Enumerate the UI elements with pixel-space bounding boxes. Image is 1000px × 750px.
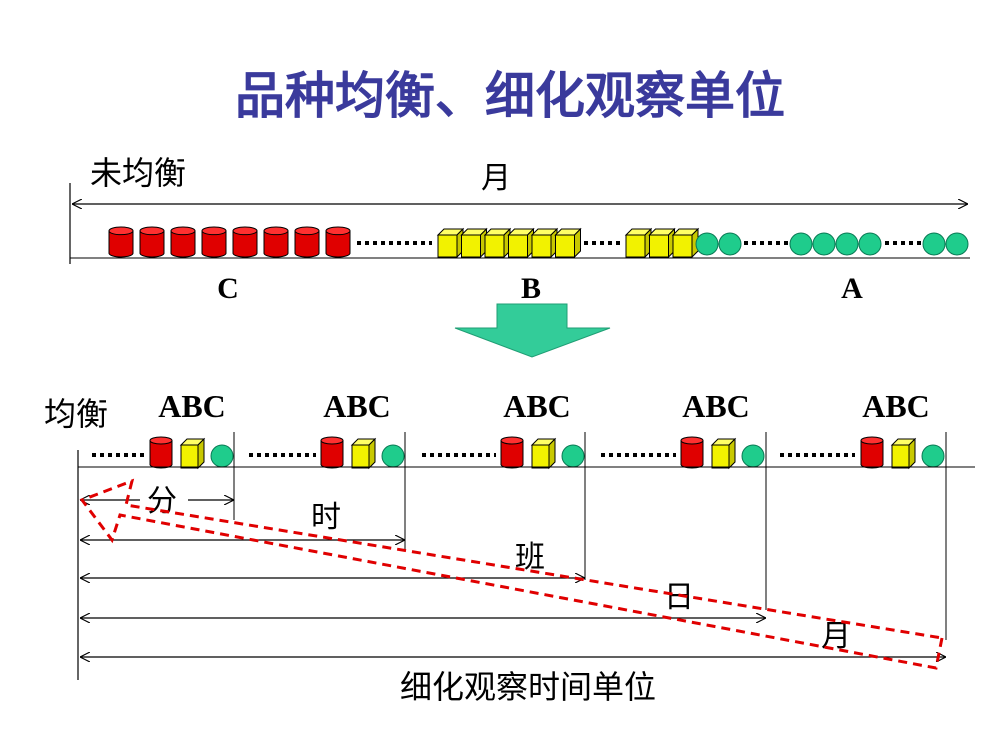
cube-icon: [350, 437, 377, 470]
cube-icon: [507, 227, 535, 259]
cylinder-icon: [108, 226, 134, 258]
balanced-label: 均衡: [44, 395, 108, 433]
cylinder-icon: [860, 436, 884, 469]
unbalanced-sequence: [108, 226, 969, 259]
cylinder-icon: [139, 226, 165, 258]
cylinder-icon: [232, 226, 258, 258]
cylinder-icon: [263, 226, 289, 258]
cube-icon: [460, 227, 488, 259]
cube-icon: [436, 227, 465, 259]
cube-icon: [554, 227, 582, 259]
cylinder-icon: [325, 226, 351, 258]
circle-icon: [945, 232, 969, 256]
cylinder-icon: [201, 226, 227, 258]
cube-icon: [710, 437, 737, 470]
group-label-c: C: [217, 272, 239, 305]
refinement-dashed-arrow: [79, 478, 944, 670]
circle-icon: [210, 444, 234, 468]
cylinder-icon: [170, 226, 196, 258]
circle-icon: [858, 232, 882, 256]
abc-unit-label: ABC: [862, 388, 930, 424]
time-unit-label: 日: [664, 580, 694, 615]
cube-icon: [648, 227, 676, 259]
circle-icon: [695, 232, 719, 256]
circle-icon: [789, 232, 813, 256]
circle-icon: [921, 444, 945, 468]
cylinder-icon: [500, 436, 524, 469]
circle-icon: [718, 232, 742, 256]
time-unit-label: 时: [311, 500, 341, 535]
month-span-label: 月: [481, 161, 511, 196]
abc-unit-label: ABC: [158, 388, 226, 424]
circle-icon: [561, 444, 585, 468]
cube-icon: [890, 437, 917, 470]
abc-unit-label: ABC: [682, 388, 750, 424]
cube-icon: [483, 227, 512, 259]
abc-unit-label: ABC: [503, 388, 571, 424]
time-scale: 分时班日月: [80, 484, 946, 657]
group-label-a: A: [841, 272, 863, 305]
group-label-b: B: [521, 272, 541, 305]
circle-icon: [812, 232, 836, 256]
cylinder-icon: [149, 436, 173, 469]
transition-down-arrow: [454, 303, 611, 358]
circle-icon: [381, 444, 405, 468]
cylinder-icon: [320, 436, 344, 469]
cube-icon: [671, 227, 700, 259]
footer-label: 细化观察时间单位: [400, 668, 656, 706]
time-unit-label: 分: [147, 484, 177, 519]
unbalanced-label: 未均衡: [90, 154, 186, 192]
cylinder-icon: [294, 226, 320, 258]
cube-icon: [624, 227, 653, 259]
balanced-sequence: ABC ABC ABC ABC ABC: [92, 388, 947, 640]
circle-icon: [835, 232, 859, 256]
abc-unit-label: ABC: [323, 388, 391, 424]
cylinder-icon: [680, 436, 704, 469]
cube-icon: [530, 227, 559, 259]
circle-icon: [922, 232, 946, 256]
cube-icon: [179, 437, 206, 470]
page-title: 品种均衡、细化观察单位: [235, 67, 785, 125]
cube-icon: [530, 437, 557, 470]
circle-icon: [741, 444, 765, 468]
